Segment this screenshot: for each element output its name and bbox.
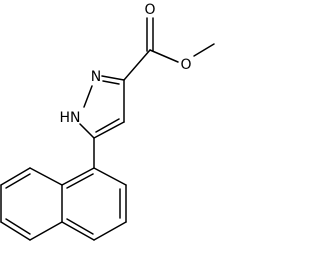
bond-c4-c5-inner bbox=[95, 118, 120, 133]
pyrazole-n2-label: N bbox=[91, 69, 101, 85]
chemical-structure-diagram: O O N HN bbox=[0, 2, 215, 241]
bond-c4-c5 bbox=[93, 121, 125, 139]
naphthyl-bond-c4-c4a bbox=[61, 221, 95, 241]
naphthyl-bond-c8-c7 bbox=[0, 167, 31, 186]
ester-oxygen-label: O bbox=[180, 57, 191, 73]
naphthyl-bond-c8a-c1-inner bbox=[66, 173, 94, 189]
bond-ester-oxygen-to-methyl bbox=[193, 43, 215, 57]
bond-c3-carbonyl-carbon bbox=[123, 49, 151, 81]
bond-c5-n1 bbox=[79, 123, 95, 139]
carbonyl-oxygen-label: O bbox=[144, 2, 155, 18]
naphthyl-bond-c3-c4 bbox=[93, 221, 127, 241]
pyrazole-ring bbox=[79, 75, 125, 139]
naphthyl-bond-c5-c4a bbox=[29, 221, 63, 241]
naphthyl-bond-c8a-c8 bbox=[29, 167, 63, 186]
naphthyl-bond-c1-c2 bbox=[93, 167, 127, 186]
naphthyl-group bbox=[0, 137, 127, 241]
naphthyl-bond-c4-c4a-inner bbox=[66, 218, 94, 235]
ester-group bbox=[123, 17, 215, 81]
bond-n2-c3-inner bbox=[102, 80, 120, 85]
pyrazole-nh-label: HN bbox=[60, 110, 81, 126]
bond-n2-c3 bbox=[101, 75, 125, 81]
naphthyl-bond-c6-c5-inner bbox=[5, 218, 31, 235]
naphthyl-bond-c8-c7-inner bbox=[5, 173, 31, 189]
bond-n1-n2 bbox=[83, 85, 93, 108]
naphthyl-bond-c8a-c1 bbox=[61, 167, 95, 186]
bond-carbonyl-to-ester-oxygen bbox=[149, 49, 179, 63]
naphthyl-bond-c6-c5 bbox=[0, 221, 31, 241]
